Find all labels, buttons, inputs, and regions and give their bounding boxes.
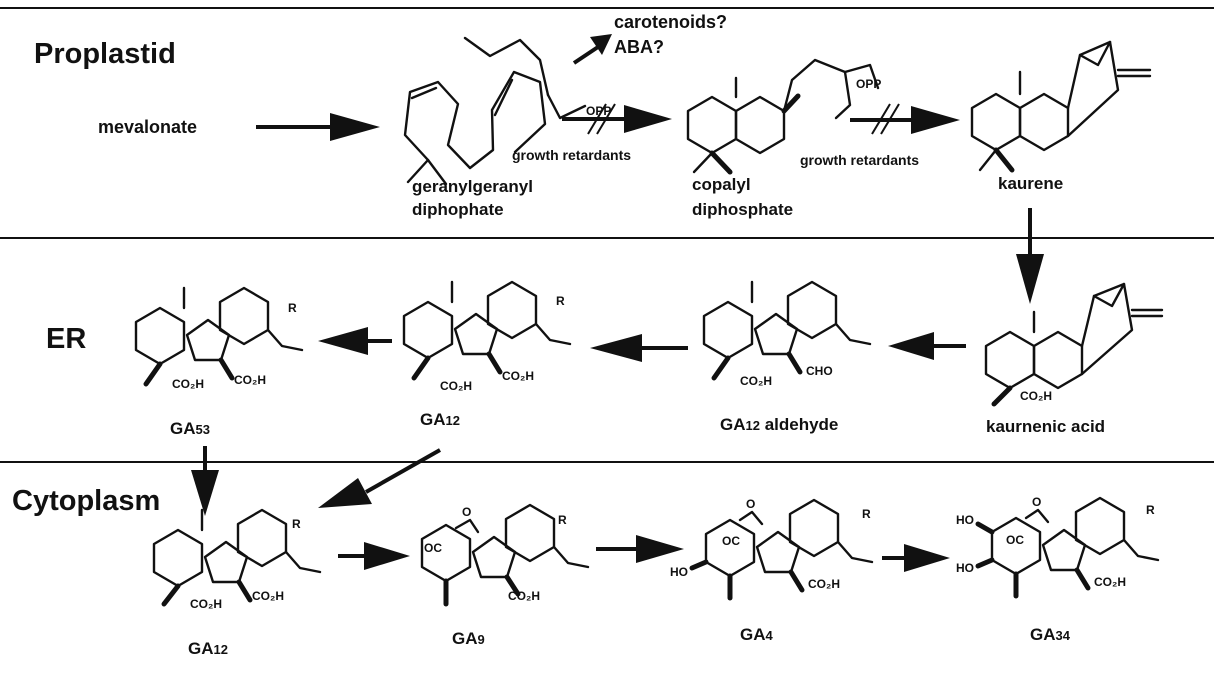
ga12-aldehyde-structure (702, 280, 872, 381)
ga53-name: GA53 (170, 419, 210, 438)
arrow-copalyl-to-kaurene (850, 103, 960, 135)
ga4-co2h: CO₂H (808, 577, 840, 591)
ga53-structure (134, 286, 304, 387)
arrow-to-side-products (572, 34, 612, 65)
ga12-cytoplasm-co2h-2: CO₂H (252, 589, 284, 603)
ga9-co2h: CO₂H (508, 589, 540, 603)
kaurenoic-acid-name: kaurnenic acid (986, 417, 1105, 436)
ga4-o: O (746, 497, 755, 511)
arrow-mevalonate-to-ggpp (256, 113, 380, 141)
kaurenoic-acid-co2h: CO₂H (1020, 389, 1052, 403)
arrow-ga12-er-to-cytoplasm (318, 448, 441, 508)
ggpp-name-line2: diphophate (412, 200, 504, 219)
ga34-name: GA34 (1030, 625, 1071, 644)
copalyl-name-line2: diphosphate (692, 200, 793, 219)
ga4-structure (689, 498, 874, 601)
ga4-ho: HO (670, 565, 688, 579)
ga34-oc: OC (1006, 533, 1024, 547)
ga9-r-group: R (558, 513, 567, 527)
ga9-name: GA9 (452, 629, 485, 648)
inhibitor-label-2: growth retardants (800, 152, 919, 168)
ga4-r-group: R (862, 507, 871, 521)
kaurene-name: kaurene (998, 174, 1063, 193)
ga12-cytoplasm-co2h-1: CO₂H (190, 597, 222, 611)
ga12-aldehyde-cho: CHO (806, 364, 833, 378)
side-product-aba: ABA? (614, 37, 664, 57)
ga34-ho-2: HO (956, 561, 974, 575)
ga12-aldehyde-name: GA12 aldehyde (720, 415, 838, 434)
ga34-structure (975, 496, 1160, 599)
arrow-ga12-aldehyde-to-ga12 (590, 334, 688, 362)
ga53-co2h-1: CO₂H (172, 377, 204, 391)
side-product-carotenoids: carotenoids? (614, 12, 727, 32)
ga12-cytoplasm-name: GA12 (188, 639, 228, 658)
copalyl-opp-group: OPP (856, 77, 881, 91)
ga34-ho-1: HO (956, 513, 974, 527)
ga12-er-structure (402, 280, 572, 381)
inhibitor-label-1: growth retardants (512, 147, 631, 163)
arrow-ga12-to-ga53 (318, 327, 392, 355)
arrow-ga9-to-ga4 (596, 535, 684, 563)
copalyl-diphosphate-structure (686, 58, 880, 175)
copalyl-name-line1: copalyl (692, 175, 751, 194)
ga9-o: O (462, 505, 471, 519)
ga4-name: GA4 (740, 625, 774, 644)
ga12-er-r-group: R (556, 294, 565, 308)
ga12-er-co2h-2: CO₂H (502, 369, 534, 383)
ga53-r-group: R (288, 301, 297, 315)
ga12-cytoplasm-structure (152, 508, 322, 607)
ga9-structure (420, 503, 590, 607)
arrow-kaurenoic-to-ga12-aldehyde (888, 332, 966, 360)
ga4-oc: OC (722, 534, 740, 548)
ga34-o: O (1032, 495, 1041, 509)
geranylgeranyl-diphosphate-structure (403, 36, 587, 186)
arrow-ga4-to-ga34 (882, 544, 950, 572)
arrow-kaurene-to-kaurenoic-acid (1016, 208, 1044, 304)
ga12-er-co2h-1: CO₂H (440, 379, 472, 393)
ga34-co2h: CO₂H (1094, 575, 1126, 589)
kaurene-structure (970, 40, 1152, 173)
ga12-cytoplasm-r-group: R (292, 517, 301, 531)
proplastid-label: Proplastid (34, 38, 176, 70)
cytoplasm-label: Cytoplasm (12, 485, 160, 517)
ga53-co2h-2: CO₂H (234, 373, 266, 387)
ga12-er-name: GA12 (420, 410, 460, 429)
ga9-oc: OC (424, 541, 442, 555)
kaurenoic-acid-structure (984, 282, 1164, 407)
arrow-ga12-to-ga9 (338, 542, 410, 570)
ga34-r-group: R (1146, 503, 1155, 517)
er-label: ER (46, 323, 86, 355)
mevalonate-label: mevalonate (98, 117, 197, 137)
arrow-ga53-to-cytoplasm (191, 446, 219, 516)
arrow-ggpp-to-copalyl (562, 103, 672, 135)
ga12-aldehyde-co2h: CO₂H (740, 374, 772, 388)
ggpp-name-line1: geranylgeranyl (412, 177, 533, 196)
